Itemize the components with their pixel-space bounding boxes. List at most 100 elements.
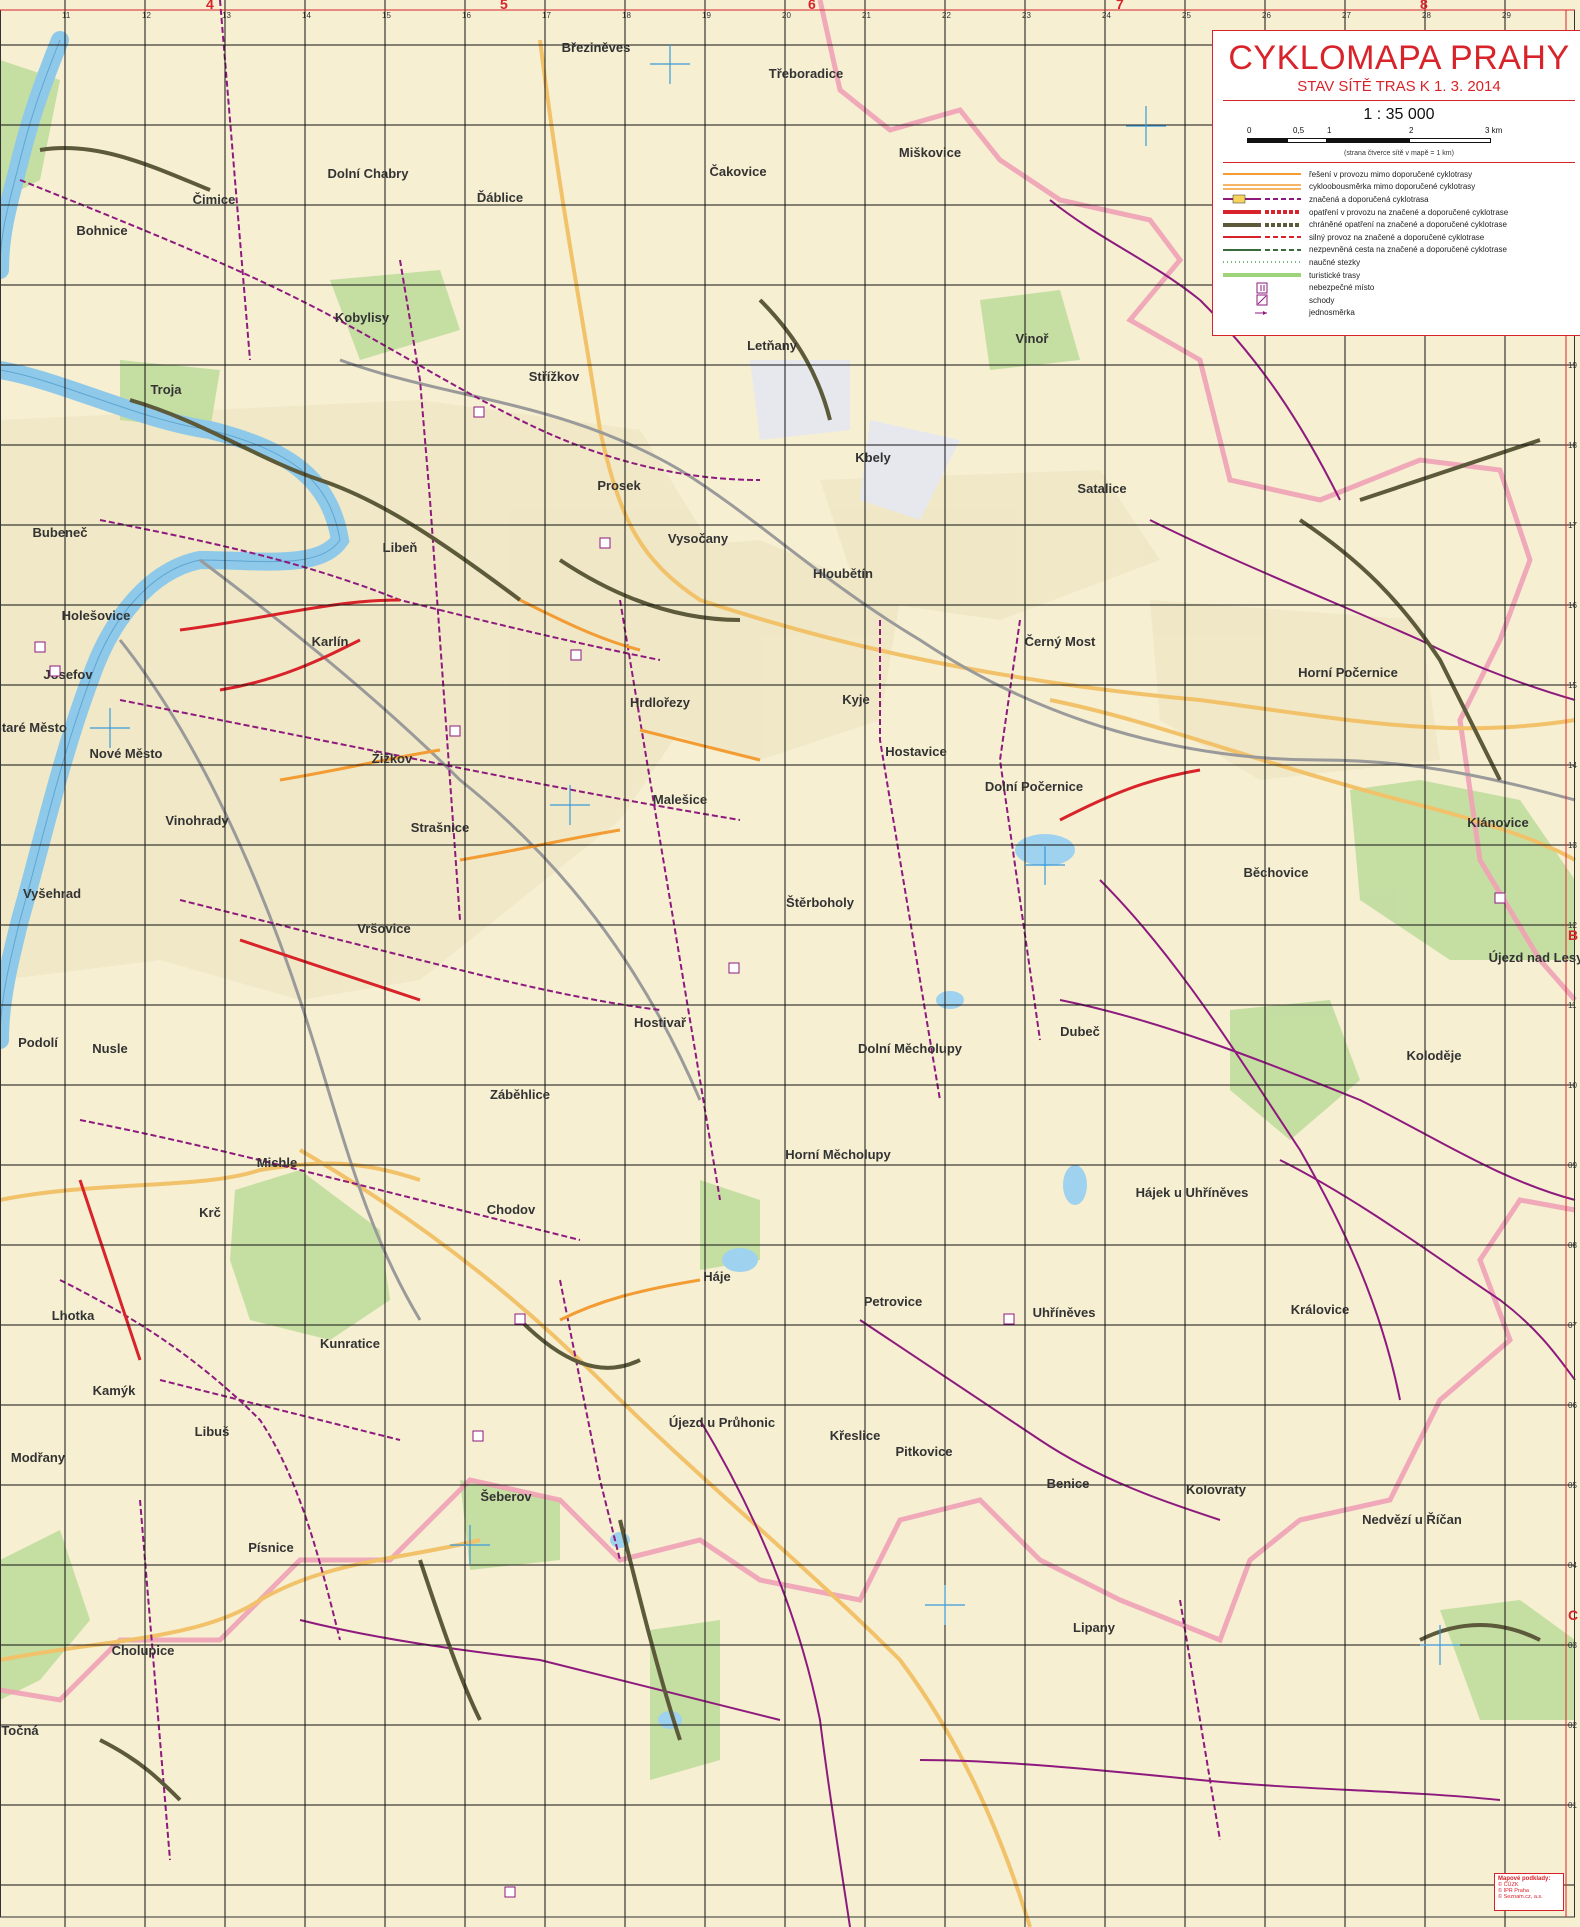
place-label[interactable]: Vysočany xyxy=(668,531,729,546)
place-label[interactable]: Vinohrady xyxy=(165,813,229,828)
place-label[interactable]: Satalice xyxy=(1077,481,1126,496)
place-label[interactable]: Libeň xyxy=(383,540,418,555)
place-label[interactable]: Troja xyxy=(150,382,182,397)
place-label[interactable]: Kbely xyxy=(855,450,891,465)
place-label[interactable]: Horní Počernice xyxy=(1298,665,1398,680)
legend-panel: CYKLOMAPA PRAHY STAV SÍTĚ TRAS K 1. 3. 2… xyxy=(1212,30,1580,336)
place-label[interactable]: Koloděje xyxy=(1407,1048,1462,1063)
place-label[interactable]: Malešice xyxy=(653,792,707,807)
grid-number: 09 xyxy=(1568,1161,1577,1170)
place-label[interactable]: Střížkov xyxy=(529,369,580,384)
place-label[interactable]: Podolí xyxy=(18,1035,58,1050)
place-label[interactable]: Křeslice xyxy=(830,1428,881,1443)
place-label[interactable]: Libuš xyxy=(195,1424,230,1439)
map-title: CYKLOMAPA PRAHY xyxy=(1228,39,1570,77)
place-label[interactable]: Dolní Měcholupy xyxy=(858,1041,963,1056)
place-label[interactable]: Záběhlice xyxy=(490,1087,550,1102)
place-label[interactable]: Hájek u Uhříněves xyxy=(1136,1185,1249,1200)
place-label[interactable]: Čakovice xyxy=(709,164,766,179)
grid-number: 14 xyxy=(1568,761,1577,770)
credits-box: Mapové podklady: © ČÚZK © IPR Praha © Se… xyxy=(1494,1873,1564,1911)
place-label[interactable]: Kolovraty xyxy=(1186,1482,1247,1497)
place-label[interactable]: Hostivař xyxy=(634,1015,687,1030)
place-label[interactable]: Točná xyxy=(1,1723,39,1738)
place-label[interactable]: Uhříněves xyxy=(1033,1305,1096,1320)
place-label[interactable]: Šeberov xyxy=(480,1489,532,1504)
place-label[interactable]: Štěrboholy xyxy=(786,895,855,910)
place-label[interactable]: Písnice xyxy=(248,1540,294,1555)
place-label[interactable]: Čimice xyxy=(193,192,236,207)
place-label[interactable]: Nedvězí u Říčan xyxy=(1362,1512,1462,1527)
place-label[interactable]: Prosek xyxy=(597,478,641,493)
place-label[interactable]: Ďáblice xyxy=(477,190,523,205)
place-label[interactable]: Hostavice xyxy=(885,744,946,759)
legend-swatch-green-stripe-icon xyxy=(1223,273,1301,278)
place-label[interactable]: Háje xyxy=(703,1269,730,1284)
place-label[interactable]: Miškovice xyxy=(899,145,961,160)
place-label[interactable]: Nové Město xyxy=(90,746,163,761)
grid-number: 13 xyxy=(1568,841,1577,850)
place-label[interactable]: Benice xyxy=(1047,1476,1090,1491)
place-label[interactable]: Krč xyxy=(199,1205,221,1220)
railways xyxy=(118,358,1576,1321)
place-label[interactable]: Pitkovice xyxy=(895,1444,952,1459)
place-label[interactable]: Hrdlořezy xyxy=(630,695,691,710)
place-label[interactable]: Běchovice xyxy=(1243,865,1308,880)
place-label[interactable]: Vršovice xyxy=(357,921,411,936)
place-label[interactable]: Staré Město xyxy=(0,720,67,735)
place-labels: Březiněves Třeboradice Miškovice Dolní C… xyxy=(0,40,1580,1738)
place-label[interactable]: Klánovice xyxy=(1467,815,1528,830)
place-label[interactable]: Horní Měcholupy xyxy=(785,1147,891,1162)
place-label[interactable]: Hloubětín xyxy=(813,566,873,581)
place-label[interactable]: Vinoř xyxy=(1016,331,1050,346)
place-label[interactable]: Strašnice xyxy=(411,820,470,835)
place-label[interactable]: Bubeneč xyxy=(33,525,88,540)
grid-number: 04 xyxy=(1568,1561,1577,1570)
place-label[interactable]: Březiněves xyxy=(562,40,631,55)
grid-number: 17 xyxy=(1568,521,1577,530)
legend-item-label: chráněné opatření na značené a doporučen… xyxy=(1309,220,1507,230)
grid-number: 20 xyxy=(782,11,791,20)
scale-ratio: 1 : 35 000 xyxy=(1363,106,1435,123)
place-label[interactable]: Letňany xyxy=(747,338,798,353)
place-label[interactable]: Holešovice xyxy=(62,608,131,623)
place-label[interactable]: Kobylisy xyxy=(335,310,390,325)
place-label[interactable]: Karlín xyxy=(312,634,349,649)
legend-swatch-orange-line-icon xyxy=(1223,173,1301,176)
place-label[interactable]: Bohnice xyxy=(76,223,127,238)
place-label[interactable]: Královice xyxy=(1291,1302,1350,1317)
scale-bar: 0 0,5 1 2 3 km xyxy=(1247,126,1563,150)
place-label[interactable]: Černý Most xyxy=(1025,634,1096,649)
scale-tick: 0 xyxy=(1247,126,1252,135)
place-label[interactable]: Vyšehrad xyxy=(23,886,81,901)
one-way-arrow-icon xyxy=(1255,310,1267,315)
place-label[interactable]: Dolní Počernice xyxy=(985,779,1083,794)
place-label[interactable]: Chodov xyxy=(487,1202,536,1217)
place-label[interactable]: Lipany xyxy=(1073,1620,1116,1635)
grid-number: 17 xyxy=(542,11,551,20)
place-label[interactable]: Dolní Chabry xyxy=(328,166,410,181)
place-label[interactable]: Nusle xyxy=(92,1041,127,1056)
place-label[interactable]: Újezd u Průhonic xyxy=(669,1415,775,1430)
place-label[interactable]: Kamýk xyxy=(93,1383,136,1398)
place-label[interactable]: Kunratice xyxy=(320,1336,380,1351)
place-label[interactable]: Kyje xyxy=(842,692,869,707)
place-label[interactable]: Petrovice xyxy=(864,1294,923,1309)
place-label[interactable]: Michle xyxy=(257,1155,297,1170)
credit-line: © IPR Praha xyxy=(1498,1888,1529,1894)
place-label[interactable]: Třeboradice xyxy=(769,66,843,81)
danger-icons xyxy=(49,537,611,1898)
place-label[interactable]: Újezd nad Lesy xyxy=(1489,950,1580,965)
legend-item-label: nezpevněná cesta na značené a doporučené… xyxy=(1309,245,1507,255)
legend-swatch-red-thick-icon xyxy=(1223,210,1301,215)
place-label[interactable]: Modřany xyxy=(11,1450,66,1465)
grid-number: 21 xyxy=(862,11,871,20)
grid-number: 16 xyxy=(462,11,471,20)
place-label[interactable]: Cholupice xyxy=(112,1643,175,1658)
scale-note: (strana čtverce sítě v mapě = 1 km) xyxy=(1344,150,1454,157)
place-label[interactable]: Dubeč xyxy=(1060,1024,1100,1039)
credit-line: © Seznam.cz, a.s. xyxy=(1498,1894,1543,1900)
danger-sign-icon xyxy=(1256,282,1268,294)
place-label[interactable]: Lhotka xyxy=(52,1308,95,1323)
place-label[interactable]: Žižkov xyxy=(372,751,413,766)
